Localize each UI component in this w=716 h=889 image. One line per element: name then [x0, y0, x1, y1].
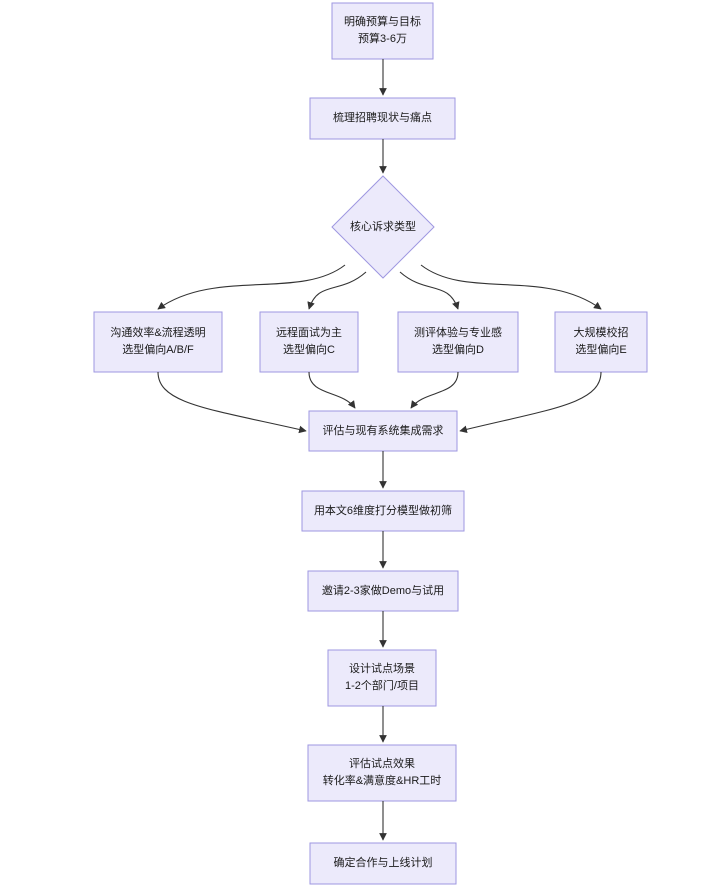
node-budget[interactable]	[331, 2, 434, 60]
edge-decision-branch-c	[307, 271, 367, 310]
edge-decision-branch-d	[399, 271, 460, 310]
edge-branch-a-integration	[157, 371, 307, 434]
node-demo[interactable]	[307, 570, 459, 612]
edge-branch-e-integration	[459, 371, 602, 434]
edge-branch-d-integration	[410, 371, 459, 409]
edge-decision-branch-a	[157, 264, 346, 310]
node-evaluate[interactable]	[307, 744, 457, 802]
node-final[interactable]	[309, 842, 457, 885]
node-branch-a[interactable]	[93, 311, 223, 373]
node-status[interactable]	[309, 97, 456, 140]
node-scoring[interactable]	[301, 490, 465, 532]
node-pilot[interactable]	[327, 649, 437, 707]
node-integration[interactable]	[308, 410, 458, 452]
edge-decision-branch-e	[420, 264, 602, 310]
node-branch-e[interactable]	[554, 311, 648, 373]
node-branch-c[interactable]	[259, 311, 359, 373]
node-branch-d[interactable]	[397, 311, 519, 373]
edge-branch-c-integration	[308, 371, 356, 409]
node-decision[interactable]	[331, 175, 435, 279]
